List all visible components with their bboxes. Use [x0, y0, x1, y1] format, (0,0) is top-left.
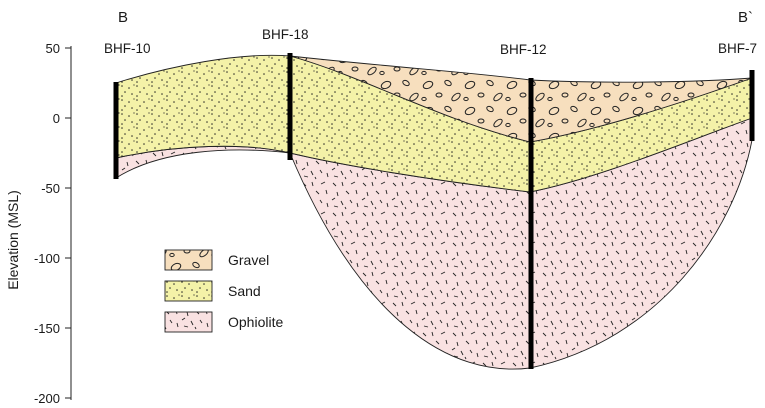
section-start-label: B	[118, 9, 128, 26]
legend-swatch-ophiolite	[165, 312, 212, 332]
legend-item-gravel: Gravel	[165, 250, 269, 270]
section-end-label: B`	[738, 9, 753, 26]
borehole-label: BHF-12	[500, 42, 547, 57]
legend-item-sand: Sand	[165, 281, 261, 301]
y-tick-label: -50	[41, 181, 60, 196]
y-tick-label: 0	[53, 111, 60, 126]
y-tick-label: -100	[34, 251, 60, 266]
borehole-label: BHF-18	[262, 27, 309, 42]
borehole-label: BHF-10	[104, 41, 151, 56]
legend-item-ophiolite: Ophiolite	[165, 312, 283, 332]
y-tick-label: -150	[34, 321, 60, 336]
legend-swatch-sand	[165, 281, 212, 301]
borehole-label: BHF-7	[718, 41, 757, 56]
legend-label: Gravel	[228, 252, 269, 268]
legend-swatch-gravel	[165, 250, 212, 270]
y-tick-label: -200	[34, 391, 60, 406]
y-axis: 50 0 -50 -100 -150 -200 Elevation (MSL)	[5, 41, 71, 406]
y-axis-title: Elevation (MSL)	[5, 190, 21, 290]
y-tick-label: 50	[46, 41, 60, 56]
legend: Gravel Sand Ophiolite	[165, 250, 283, 332]
legend-label: Sand	[228, 283, 261, 299]
legend-label: Ophiolite	[228, 314, 283, 330]
